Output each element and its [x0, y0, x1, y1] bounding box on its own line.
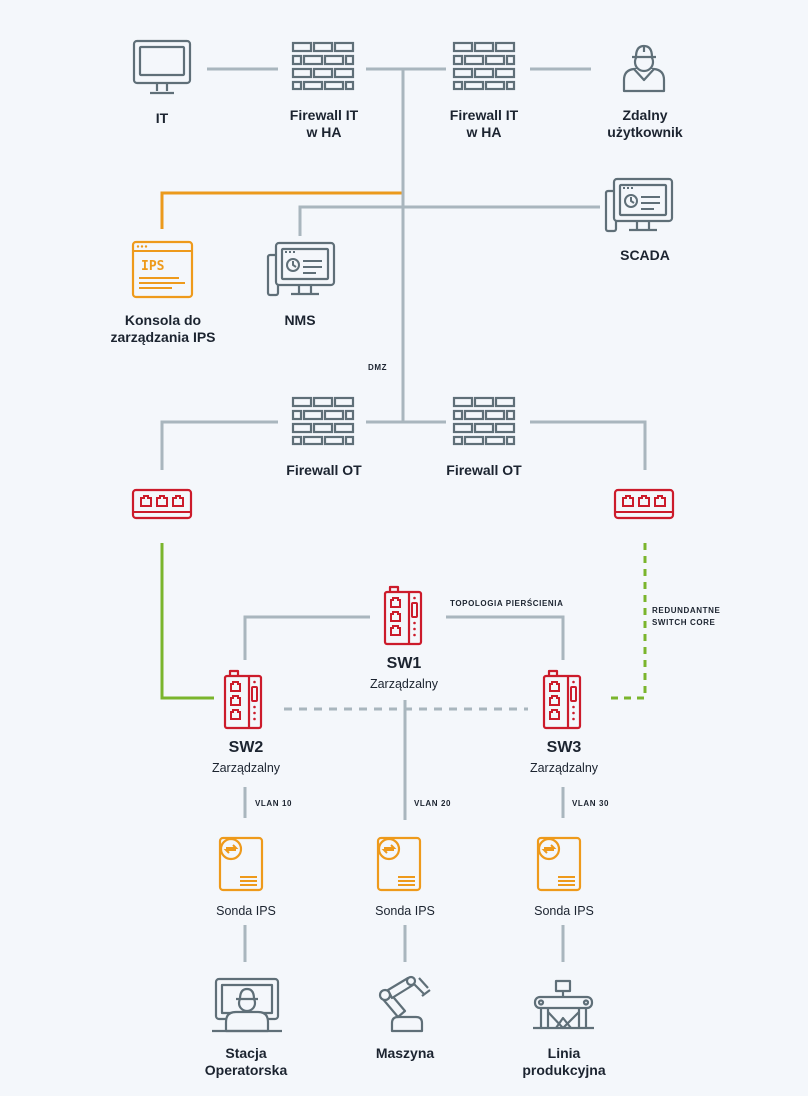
- label-fw-it-left: Firewall IT w HA: [289, 107, 359, 140]
- label-production-line: Linia produkcyjna: [522, 1045, 606, 1078]
- label-sw2-name: SW2: [228, 739, 264, 756]
- link-sw1-to-sw3: [446, 615, 565, 660]
- label-vlan20: VLAN 20: [414, 799, 452, 808]
- server-terminal-icon[interactable]: [604, 177, 674, 233]
- connection-lines: [160, 67, 647, 962]
- label-nms: NMS: [284, 312, 316, 328]
- core-switch-icon[interactable]: [131, 488, 193, 520]
- label-machine: Maszyna: [375, 1045, 435, 1061]
- label-fw-ot-left: Firewall OT: [286, 462, 362, 478]
- ips-probe-icon[interactable]: [218, 836, 264, 892]
- conveyor-icon[interactable]: [533, 979, 594, 1030]
- label-fw-ot-right: Firewall OT: [446, 462, 522, 478]
- label-ring-topology: TOPOLOGIA PIERŚCIENIA: [450, 599, 564, 608]
- monitor-icon[interactable]: [132, 39, 192, 95]
- label-sw3-name: SW3: [546, 739, 582, 756]
- link-dmz-to-nms: [298, 205, 403, 236]
- link-sw1-to-sw2: [243, 615, 370, 660]
- label-remote-user: Zdalny użytkownik: [607, 107, 683, 140]
- operator-station-icon[interactable]: [212, 977, 282, 1033]
- industrial-switch-icon[interactable]: [542, 669, 582, 730]
- link-core-left-to-sw2: [160, 543, 214, 700]
- link-fw-ot-left-to-core-left: [160, 420, 278, 470]
- link-dmz-to-ips-console: [160, 191, 403, 229]
- label-redundant-core: REDUNDANTNE SWITCH CORE: [652, 606, 721, 627]
- firewall-icon[interactable]: [451, 395, 517, 447]
- ips-window-icon[interactable]: IPS: [131, 240, 194, 299]
- label-probe1: Sonda IPS: [216, 904, 276, 918]
- server-terminal-icon[interactable]: [266, 241, 336, 297]
- firewall-icon[interactable]: [290, 40, 356, 92]
- label-sw1-sub: Zarządzalny: [369, 677, 439, 691]
- robot-arm-icon[interactable]: [378, 975, 431, 1033]
- label-sw2-sub: Zarządzalny: [211, 761, 281, 775]
- industrial-switch-icon[interactable]: [383, 585, 423, 646]
- ips-probe-icon[interactable]: [376, 836, 422, 892]
- label-probe2: Sonda IPS: [375, 904, 435, 918]
- core-switch-icon[interactable]: [613, 488, 675, 520]
- label-dmz: DMZ: [368, 363, 388, 372]
- link-core-right-to-sw3: [608, 543, 647, 700]
- label-operator-station: Stacja Operatorska: [204, 1045, 288, 1078]
- label-vlan30: VLAN 30: [572, 799, 610, 808]
- ips-probe-icon[interactable]: [536, 836, 582, 892]
- firewall-icon[interactable]: [290, 395, 356, 447]
- device-icons: IPS: [131, 39, 675, 1033]
- firewall-icon[interactable]: [451, 40, 517, 92]
- label-sw3-sub: Zarządzalny: [529, 761, 599, 775]
- ips-console-icon-text: IPS: [141, 259, 165, 274]
- industrial-switch-icon[interactable]: [223, 669, 263, 730]
- label-scada: SCADA: [620, 247, 670, 263]
- link-fw-ot-right-to-core-right: [530, 420, 647, 470]
- label-ips-console: Konsola do zarządzania IPS: [110, 312, 216, 345]
- worker-icon[interactable]: [622, 44, 666, 93]
- label-vlan10: VLAN 10: [255, 799, 293, 808]
- label-fw-it-right: Firewall IT w HA: [449, 107, 519, 140]
- label-sw1-name: SW1: [386, 655, 422, 672]
- label-it: IT: [155, 110, 169, 126]
- label-probe3: Sonda IPS: [534, 904, 594, 918]
